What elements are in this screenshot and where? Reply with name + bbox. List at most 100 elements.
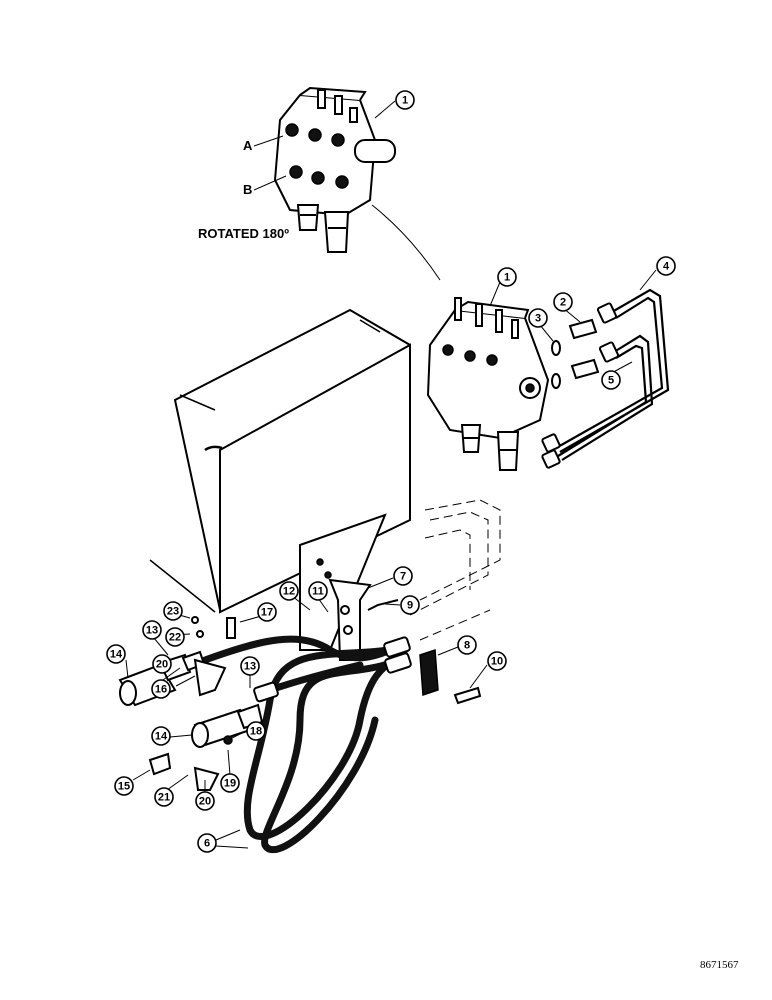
- callout-14: 14: [106, 644, 126, 664]
- callout-18: 18: [246, 721, 266, 741]
- callout-number: 13: [146, 625, 158, 637]
- callout-20: 20: [152, 654, 172, 674]
- callout-number: 10: [491, 656, 503, 668]
- callout-circle: [308, 581, 328, 601]
- leader-lines: [125, 100, 657, 849]
- callout-number: 6: [204, 838, 210, 850]
- callout-number: 1: [402, 95, 408, 107]
- callout-6: 6: [197, 833, 217, 853]
- callout-number: 8: [464, 640, 470, 652]
- callout-number: 5: [608, 375, 614, 387]
- mounting-bracket: [316, 558, 372, 661]
- control-valve-rotated: [273, 86, 396, 253]
- callout-5: 5: [601, 370, 621, 390]
- callout-13: 13: [142, 620, 162, 640]
- adapter: [570, 358, 600, 380]
- callout-number: 7: [400, 571, 406, 583]
- callout-2: 2: [553, 292, 573, 312]
- callout-number: 18: [250, 726, 262, 738]
- callout-number: 17: [261, 607, 273, 619]
- callout-number: 21: [158, 792, 170, 804]
- callout-number: 9: [407, 600, 413, 612]
- callout-number: 15: [118, 781, 130, 793]
- callout-10: 10: [487, 651, 507, 671]
- callout-circle: [151, 679, 171, 699]
- callout-9: 9: [400, 595, 420, 615]
- o-ring: [551, 340, 561, 356]
- callout-1: 1: [395, 90, 415, 110]
- callout-4: 4: [656, 256, 676, 276]
- callout-circle: [400, 595, 420, 615]
- callout-7: 7: [393, 566, 413, 586]
- callout-circle: [487, 651, 507, 671]
- control-valve: [426, 297, 550, 471]
- port-a-label: A: [243, 138, 253, 153]
- callout-17: 17: [257, 602, 277, 622]
- callout-number: 14: [155, 731, 168, 743]
- callout-21: 21: [154, 787, 174, 807]
- callout-1: 1: [497, 267, 517, 287]
- callout-circle: [497, 267, 517, 287]
- hydraulic-hoses: [201, 635, 412, 854]
- callout-23: 23: [163, 601, 183, 621]
- callout-number: 4: [663, 261, 670, 273]
- rotated-label: ROTATED 180º: [198, 226, 289, 241]
- callout-number: 20: [199, 796, 211, 808]
- callout-11: 11: [308, 581, 328, 601]
- callout-14: 14: [151, 726, 171, 746]
- callout-20: 20: [195, 791, 215, 811]
- callout-circle: [163, 601, 183, 621]
- couplers: [118, 616, 264, 791]
- callout-number: 16: [155, 684, 167, 696]
- callout-circle: [142, 620, 162, 640]
- callout-number: 22: [169, 632, 181, 644]
- callout-number: 20: [156, 659, 168, 671]
- callout-circle: [151, 726, 171, 746]
- tank-body: [149, 308, 411, 651]
- drawing-reference-number: 8671567: [700, 959, 739, 971]
- callout-circle: [601, 370, 621, 390]
- callout-number: 3: [535, 313, 541, 325]
- o-ring: [551, 373, 561, 389]
- callout-12: 12: [279, 581, 299, 601]
- steel-tubes: [541, 288, 670, 469]
- callout-13: 13: [240, 656, 260, 676]
- callout-circle: [165, 627, 185, 647]
- callout-circle: [154, 787, 174, 807]
- callout-circle: [106, 644, 126, 664]
- callout-circle: [246, 721, 266, 741]
- callout-16: 16: [151, 679, 171, 699]
- bolt: [367, 599, 399, 611]
- callout-number: 2: [560, 297, 566, 309]
- callout-circle: [152, 654, 172, 674]
- callout-circle: [114, 776, 134, 796]
- callout-circle: [279, 581, 299, 601]
- callout-circle: [553, 292, 573, 312]
- callout-circle: [195, 791, 215, 811]
- callout-circle: [240, 656, 260, 676]
- port-b-label: B: [243, 182, 252, 197]
- callout-circle: [197, 833, 217, 853]
- hose-clamp: [419, 648, 439, 697]
- callout-number: 13: [244, 661, 256, 673]
- callout-22: 22: [165, 627, 185, 647]
- callout-circle: [393, 566, 413, 586]
- callout-circle: [395, 90, 415, 110]
- bolt: [453, 686, 482, 705]
- callout-circle: [457, 635, 477, 655]
- callout-number: 12: [283, 586, 295, 598]
- callout-number: 19: [224, 778, 236, 790]
- callout-3: 3: [528, 308, 548, 328]
- callout-8: 8: [457, 635, 477, 655]
- callout-number: 14: [110, 649, 123, 661]
- callout-number: 11: [312, 586, 324, 598]
- callout-bubbles: 1123456789101112131314141516171819202021…: [106, 90, 676, 853]
- callout-circle: [656, 256, 676, 276]
- callout-number: 1: [504, 272, 510, 284]
- callout-circle: [220, 773, 240, 793]
- callout-circle: [257, 602, 277, 622]
- callout-15: 15: [114, 776, 134, 796]
- callout-19: 19: [220, 773, 240, 793]
- callout-circle: [528, 308, 548, 328]
